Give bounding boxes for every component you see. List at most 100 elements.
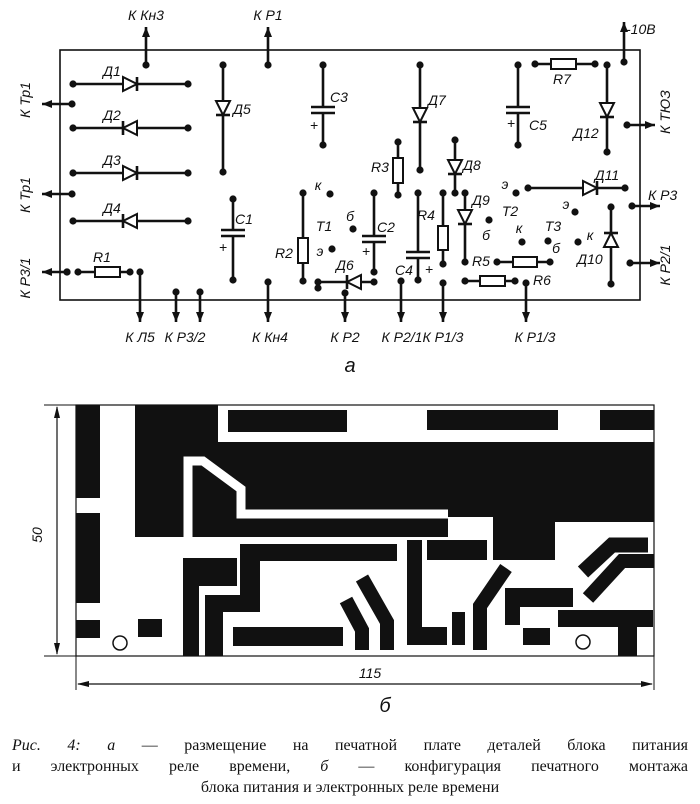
solder-point [571, 208, 579, 216]
solder-point [314, 284, 322, 292]
solder-point [461, 189, 469, 197]
solder-point [626, 259, 634, 267]
label-t3: T3 [545, 218, 562, 234]
label-d10: Д10 [575, 251, 603, 267]
diode-icon [344, 273, 362, 291]
solder-point [439, 260, 447, 268]
resistor-icon [479, 275, 506, 287]
resistor-icon [550, 58, 577, 70]
solder-point [416, 61, 424, 69]
arrow-head-icon [42, 190, 52, 198]
solder-point [184, 80, 192, 88]
solder-point [439, 189, 447, 197]
resistor-icon [94, 266, 121, 278]
caption-text2b: — конфигурация печатного монтажа [328, 758, 689, 775]
panel-label-a: а [344, 355, 355, 377]
terminal-label-p2-1: К Р2/1 [657, 245, 673, 286]
solder-point [219, 61, 227, 69]
arrow-head-icon [264, 27, 272, 37]
solder-point [370, 268, 378, 276]
dimension-arrow-icon [54, 643, 60, 655]
t3-base-label: б [552, 240, 561, 256]
t2-base-label: б [482, 227, 491, 243]
label-r5: R5 [472, 253, 490, 269]
solder-point [416, 166, 424, 174]
solder-point [511, 277, 519, 285]
arrow-head-icon [341, 312, 349, 322]
solder-point [514, 61, 522, 69]
arrow-head-icon [264, 312, 272, 322]
arrow-head-icon [196, 312, 204, 322]
terminal-label-p3: К Р3 [648, 187, 677, 203]
dimension-arrow-icon [54, 406, 60, 418]
solder-point [512, 189, 520, 197]
solder-point [326, 190, 334, 198]
arrow-head-icon [439, 312, 447, 322]
caption-b: б [320, 758, 329, 775]
solder-point [68, 100, 76, 108]
caption-a: а [107, 737, 116, 754]
arrow-head-icon [650, 259, 660, 267]
diode-icon [446, 159, 464, 177]
label-d3: Д3 [101, 152, 121, 168]
solder-point [184, 217, 192, 225]
solder-point [451, 136, 459, 144]
solder-point [591, 60, 599, 68]
copper-trace [505, 588, 573, 625]
copper-pad [76, 513, 100, 603]
solder-point [142, 61, 150, 69]
t1-base-label: б [346, 208, 355, 224]
solder-point [414, 276, 422, 284]
width-dimension-value: 115 [359, 665, 382, 681]
terminal-label-kn3: К Кн3 [128, 7, 164, 23]
terminal-label-tp1-2: К Тр1 [17, 177, 33, 213]
panel-label-b: б [379, 695, 391, 717]
label-c1: C1 [235, 211, 253, 227]
solder-point [524, 184, 532, 192]
resistor-icon [297, 237, 309, 264]
diode-icon [456, 209, 474, 227]
isolation-gap [183, 456, 448, 537]
t1-emitter-label: э [317, 243, 324, 259]
copper-pad [427, 410, 558, 430]
solder-point [126, 268, 134, 276]
copper-trace [558, 610, 653, 656]
polarity-plus: + [507, 115, 515, 131]
t3-emitter-label: э [563, 196, 570, 212]
label-r7: R7 [553, 71, 572, 87]
terminal-label-p3-1: К Р3/1 [17, 258, 33, 299]
solder-point [264, 278, 272, 286]
solder-point [485, 216, 493, 224]
solder-point [493, 258, 501, 266]
copper-pad [228, 410, 347, 432]
copper-trace [582, 554, 654, 603]
solder-point [69, 217, 77, 225]
solder-point [172, 288, 180, 296]
arrow-head-icon [397, 312, 405, 322]
label-c2: C2 [377, 219, 395, 235]
caption-fig-number: Рис. 4: [12, 737, 81, 754]
solder-point [136, 268, 144, 276]
arrow-head-icon [42, 268, 52, 276]
solder-point [518, 238, 526, 246]
label-d8: Д8 [461, 157, 481, 173]
label-c5: C5 [529, 117, 547, 133]
terminal-label-bottom: К Л5 [125, 329, 155, 345]
isolation-gap [448, 517, 493, 537]
diode-icon [411, 107, 429, 125]
copper-pad [600, 410, 654, 430]
t2-emitter-label: э [502, 176, 509, 192]
label-d5: Д5 [231, 101, 251, 117]
solder-point [63, 268, 71, 276]
solder-point [546, 258, 554, 266]
label-c4: C4 [395, 262, 413, 278]
label-r2: R2 [275, 245, 293, 261]
solder-point [623, 121, 631, 129]
terminal-label-bottom: К Р3/2 [165, 329, 206, 345]
diode-icon [598, 102, 616, 120]
solder-point [299, 189, 307, 197]
solder-point [414, 189, 422, 197]
